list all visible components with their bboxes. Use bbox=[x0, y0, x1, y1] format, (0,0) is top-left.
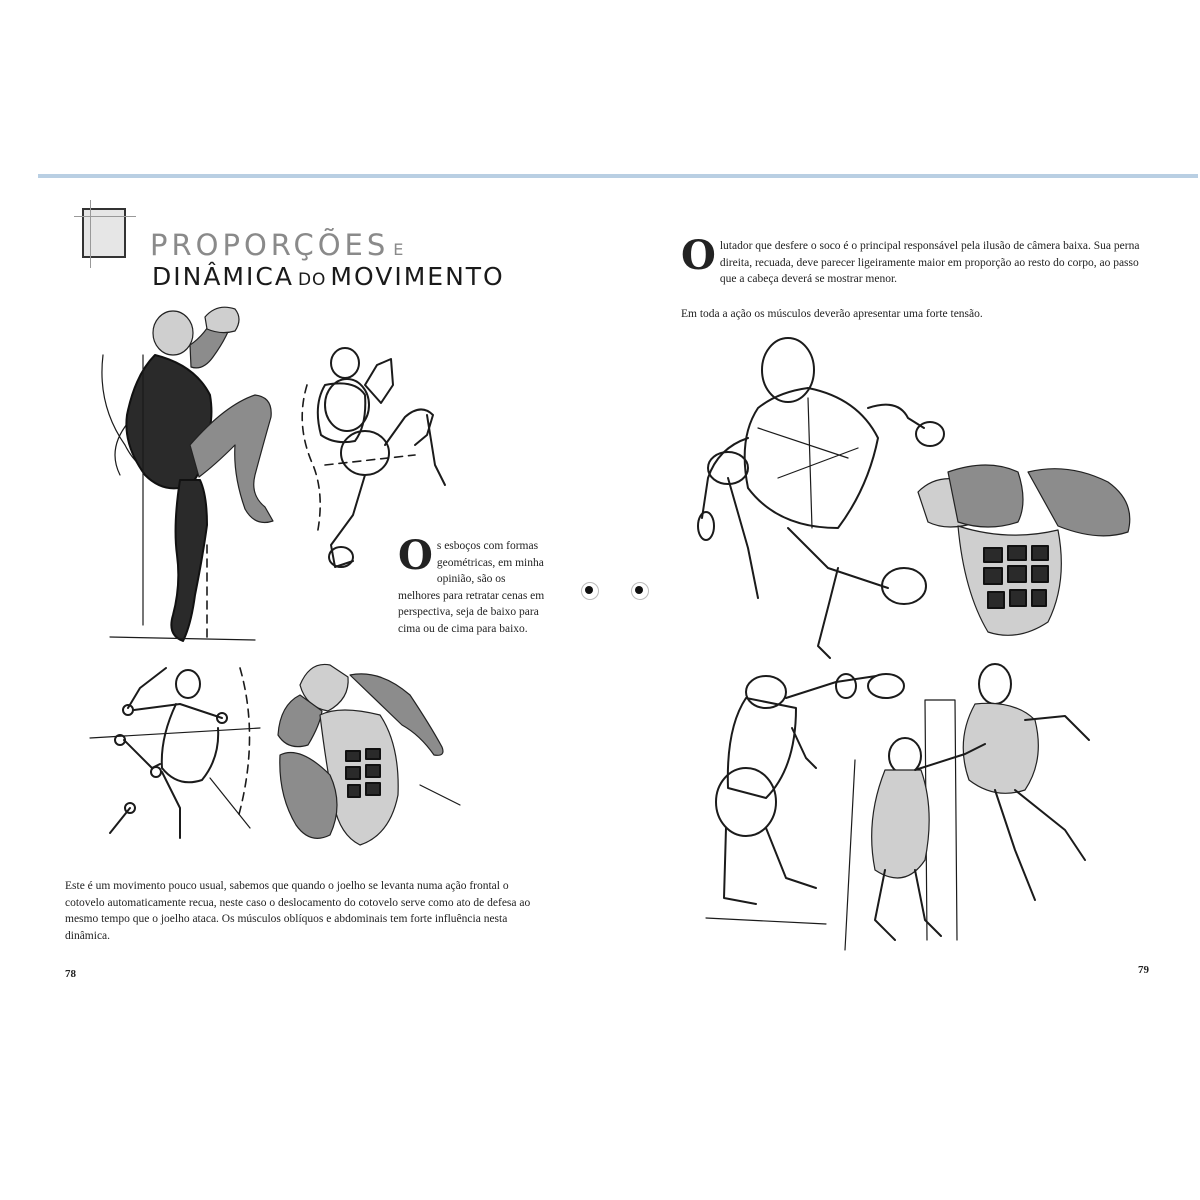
joint-structure-figure bbox=[89, 667, 261, 839]
title-word-e: E bbox=[393, 240, 406, 259]
page-number-left: 78 bbox=[65, 968, 76, 980]
binding-dot-icon bbox=[631, 582, 649, 600]
title-word-movimento: MOVIMENTO bbox=[330, 262, 505, 291]
sidebar-dropcap: O bbox=[398, 532, 433, 579]
top-rule bbox=[38, 174, 1198, 178]
title-word-dinamica: DINÂMICA bbox=[152, 262, 294, 291]
intro-paragraph: lutador que desfere o soco é o principal… bbox=[719, 240, 1140, 285]
sidebar-paragraph: s esboços com formas geométricas, em min… bbox=[398, 540, 545, 635]
knee-strike-construction-figure bbox=[301, 347, 446, 568]
second-paragraph: Em toda a ação os músculos deverão apres… bbox=[681, 308, 983, 320]
binding-dot-icon bbox=[581, 582, 599, 600]
two-fighters-clash-sketch bbox=[844, 663, 1090, 951]
abdominal-muscle-study bbox=[917, 464, 1131, 636]
knee-strike-shaded-figure bbox=[101, 306, 274, 644]
bottom-paragraph: Este é um movimento pouco usual, sabemos… bbox=[65, 880, 531, 942]
left-bottom-text: Este é um movimento pouco usual, sabemos… bbox=[65, 878, 540, 944]
right-second-text: Em toda a ação os músculos deverão apres… bbox=[681, 306, 1151, 323]
punching-fighter-sketch bbox=[705, 673, 905, 925]
title-word-do: DO bbox=[297, 270, 327, 290]
page-number-right: 79 bbox=[1138, 964, 1149, 976]
fighter-foreshortened-sketch bbox=[697, 337, 945, 659]
intro-dropcap: O bbox=[681, 232, 716, 279]
title-word-proporcoes: PROPORÇÕES bbox=[150, 228, 390, 262]
portrait-thumbnail-icon bbox=[74, 200, 136, 268]
muscular-fighter-closeup bbox=[277, 663, 461, 846]
